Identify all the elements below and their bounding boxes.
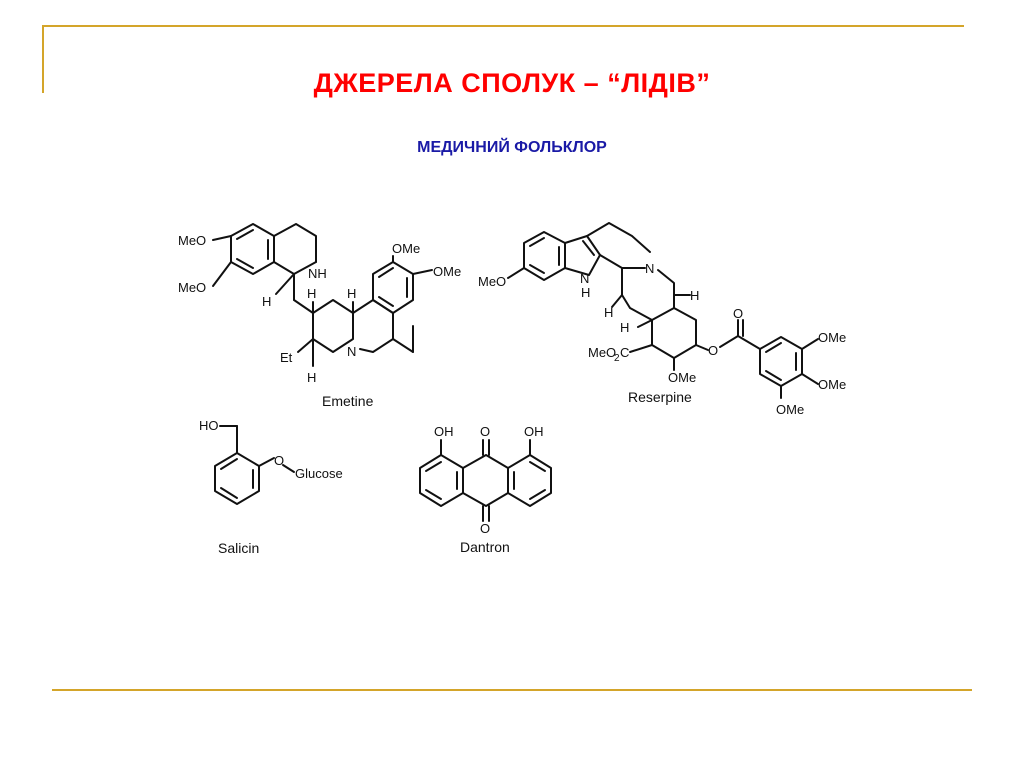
reserpine-c: C — [620, 345, 629, 360]
reserpine-ome-2: OMe — [818, 377, 846, 392]
left-rule — [42, 25, 44, 93]
slide-title: ДЖЕРЕЛА СПОЛУК – “ЛІДІВ” — [313, 68, 711, 98]
slide-subtitle: МЕДИЧНИЙ ФОЛЬКЛОР — [417, 139, 607, 156]
emetine-ome-2: OMe — [433, 264, 461, 279]
salicin-benzene — [214, 452, 260, 505]
dantron-o-top: O — [480, 424, 490, 439]
salicin-glucose: Glucose — [295, 466, 343, 481]
reserpine-n: N — [645, 261, 654, 276]
top-rule — [42, 25, 964, 27]
emetine-n: N — [347, 344, 356, 359]
reserpine-name: Reserpine — [628, 389, 692, 405]
emetine-nh: NH — [308, 266, 327, 281]
emetine-et: Et — [280, 350, 293, 365]
salicin-name: Salicin — [218, 540, 259, 556]
reserpine-ester-o: O — [708, 343, 718, 358]
reserpine-ome: OMe — [668, 370, 696, 385]
emetine-structure: MeO MeO NH H H H Et H N OMe OMe Emet — [178, 223, 461, 409]
dantron-o-bottom: O — [480, 521, 490, 536]
dantron-oh-1: OH — [434, 424, 454, 439]
reserpine-carbonyl-o: O — [733, 306, 743, 321]
emetine-meo-2: MeO — [178, 280, 206, 295]
reserpine-indole-h: H — [581, 285, 590, 300]
dantron-structure: O O OH OH Dantron — [419, 424, 552, 555]
salicin-structure: HO O Glucose Salicin — [199, 418, 343, 556]
salicin-o: O — [274, 453, 284, 468]
emetine-h-3: H — [347, 286, 356, 301]
emetine-name: Emetine — [322, 393, 374, 409]
reserpine-structure: MeO N H N H H H MeO 2 C OMe O O — [478, 222, 846, 417]
emetine-h-1: H — [262, 294, 271, 309]
emetine-h-2: H — [307, 286, 316, 301]
reserpine-meo: MeO — [478, 274, 506, 289]
dantron-name: Dantron — [460, 539, 510, 555]
reserpine-h-3: H — [620, 320, 629, 335]
dantron-oh-2: OH — [524, 424, 544, 439]
reserpine-sub2: 2 — [614, 353, 620, 364]
reserpine-h-2: H — [690, 288, 699, 303]
reserpine-indole-n: N — [580, 271, 589, 286]
reserpine-ome-1: OMe — [818, 330, 846, 345]
emetine-ome-1: OMe — [392, 241, 420, 256]
emetine-h-4: H — [307, 370, 316, 385]
reserpine-h-1: H — [604, 305, 613, 320]
salicin-ho: HO — [199, 418, 219, 433]
reserpine-ome-3: OMe — [776, 402, 804, 417]
reserpine-meo2c: MeO — [588, 345, 616, 360]
bottom-rule — [52, 689, 972, 691]
emetine-meo-1: MeO — [178, 233, 206, 248]
